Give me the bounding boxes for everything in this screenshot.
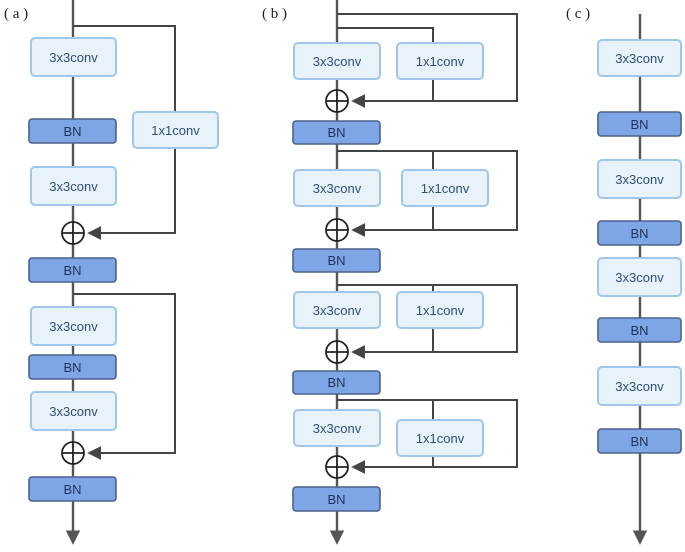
bn-block: BN bbox=[597, 317, 682, 343]
sum-node bbox=[325, 455, 349, 479]
block-label: BN bbox=[630, 226, 648, 241]
block-label: 3x3conv bbox=[49, 179, 98, 194]
sum-node bbox=[325, 89, 349, 113]
bn-block: BN bbox=[28, 118, 117, 144]
conv3x3-block: 3x3conv bbox=[597, 366, 682, 406]
bn-block: BN bbox=[597, 111, 682, 137]
conv1x1-block: 1x1conv bbox=[396, 291, 484, 329]
conv1x1-block: 1x1conv bbox=[401, 169, 489, 207]
conv3x3-block: 3x3conv bbox=[30, 306, 117, 346]
bn-block: BN bbox=[28, 257, 117, 283]
block-label: 3x3conv bbox=[615, 172, 664, 187]
block-label: BN bbox=[327, 253, 345, 268]
block-label: 1x1conv bbox=[416, 303, 465, 318]
conv3x3-block: 3x3conv bbox=[30, 391, 117, 431]
conv3x3-block: 3x3conv bbox=[30, 37, 117, 77]
bn-block: BN bbox=[292, 370, 381, 395]
block-label: BN bbox=[327, 375, 345, 390]
conv3x3-block: 3x3conv bbox=[597, 257, 682, 297]
block-label: 3x3conv bbox=[615, 379, 664, 394]
block-label: BN bbox=[63, 263, 81, 278]
sum-node bbox=[61, 221, 85, 245]
sum-node bbox=[61, 441, 85, 465]
bn-block: BN bbox=[292, 486, 381, 512]
conv3x3-block: 3x3conv bbox=[30, 166, 117, 206]
block-label: BN bbox=[630, 323, 648, 338]
block-label: 3x3conv bbox=[49, 404, 98, 419]
block-label: 3x3conv bbox=[49, 319, 98, 334]
panel-b-label: ( b ) bbox=[262, 6, 287, 22]
block-label: 3x3conv bbox=[615, 270, 664, 285]
panel-a: ( a ) 3x3conv BN 1x1conv 3x3conv bbox=[4, 0, 219, 545]
conv3x3-block: 3x3conv bbox=[293, 42, 381, 80]
block-label: 1x1conv bbox=[416, 54, 465, 69]
conv3x3-block: 3x3conv bbox=[293, 409, 381, 447]
conv3x3-block: 3x3conv bbox=[597, 39, 682, 77]
block-label: 3x3conv bbox=[313, 54, 362, 69]
block-label: 1x1conv bbox=[421, 181, 470, 196]
conv1x1-block: 1x1conv bbox=[396, 419, 484, 457]
block-label: 3x3conv bbox=[313, 181, 362, 196]
block-label: BN bbox=[63, 124, 81, 139]
conv1x1-block: 1x1conv bbox=[396, 42, 484, 80]
sum-node bbox=[325, 340, 349, 364]
sum-node bbox=[325, 218, 349, 242]
block-label: BN bbox=[63, 360, 81, 375]
skip-connection bbox=[337, 13, 518, 108]
panel-b: ( b ) 3x3conv 1x1conv BN bbox=[262, 0, 518, 545]
block-label: 3x3conv bbox=[313, 303, 362, 318]
block-label: 3x3conv bbox=[49, 50, 98, 65]
conv3x3-block: 3x3conv bbox=[293, 291, 381, 329]
block-label: BN bbox=[630, 434, 648, 449]
bn-block: BN bbox=[28, 476, 117, 502]
panel-c: ( c ) 3x3conv BN 3x3conv BN 3x3conv BN bbox=[566, 6, 682, 545]
bn-block: BN bbox=[292, 248, 381, 273]
block-label: 3x3conv bbox=[313, 421, 362, 436]
block-label: BN bbox=[63, 482, 81, 497]
block-label: 1x1conv bbox=[151, 123, 200, 138]
block-label: BN bbox=[327, 125, 345, 140]
block-label: BN bbox=[327, 492, 345, 507]
bn-block: BN bbox=[597, 220, 682, 246]
skip-connection bbox=[73, 293, 176, 460]
panel-c-label: ( c ) bbox=[566, 6, 590, 22]
conv1x1-block: 1x1conv bbox=[132, 111, 219, 149]
panel-a-label: ( a ) bbox=[4, 6, 28, 22]
block-label: 1x1conv bbox=[416, 431, 465, 446]
bn-block: BN bbox=[28, 354, 117, 380]
block-label: 3x3conv bbox=[615, 51, 664, 66]
branch-connection bbox=[337, 284, 434, 352]
bn-block: BN bbox=[597, 428, 682, 454]
bn-block: BN bbox=[292, 120, 381, 145]
block-label: BN bbox=[630, 117, 648, 132]
conv3x3-block: 3x3conv bbox=[293, 169, 381, 207]
conv3x3-block: 3x3conv bbox=[597, 159, 682, 199]
